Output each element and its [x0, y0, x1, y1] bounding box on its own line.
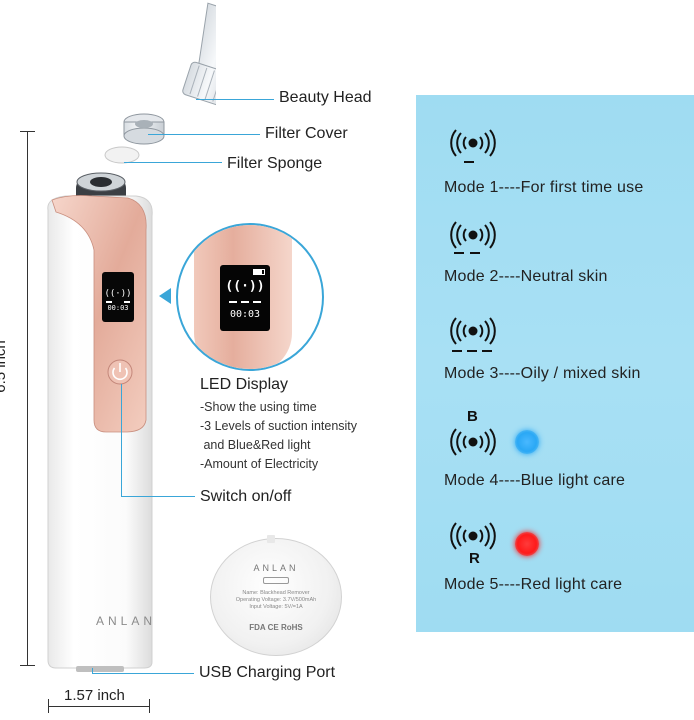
usb-label: USB Charging Port [199, 664, 336, 681]
level-bar-3 [482, 350, 492, 352]
mini-time: 00:03 [107, 304, 129, 312]
led-line-4: -Amount of Electricity [200, 457, 319, 471]
device-brand: ANLAN [96, 614, 157, 628]
filter-sponge [104, 146, 140, 164]
height-dimension-cap-bottom [20, 665, 35, 666]
led-title: LED Display [200, 376, 289, 393]
back-plate-brand: ANLAN [253, 563, 299, 573]
usb-port-icon [263, 577, 289, 584]
suction-icon [450, 522, 496, 550]
led-description: -Show the using time -3 Levels of suctio… [200, 398, 357, 474]
suction-icon [450, 221, 496, 249]
led-pointer-arrow [159, 288, 171, 304]
modes-panel: Mode 1----For first time use Mode 2----N… [416, 95, 694, 632]
filter-sponge-leader [124, 162, 222, 163]
mode-5-label: Mode 5----Red light care [444, 576, 623, 593]
mini-battery-icon [102, 276, 134, 288]
suction-icon [450, 317, 496, 345]
back-plate-name: Name: Blackhead Remover [242, 590, 310, 596]
mini-suction-icon: ((·)) [104, 289, 132, 299]
back-plate-voltage: Operating Voltage: 3.7V/500mAh [235, 597, 317, 603]
width-label: 1.57 inch [62, 687, 127, 704]
back-plate-specs: Name: Blackhead Remover Operating Voltag… [211, 590, 341, 611]
suction-icon: ((·)) [225, 279, 265, 294]
battery-icon [253, 269, 265, 275]
back-plate-notch [267, 535, 275, 543]
level-bars [229, 301, 261, 303]
red-light-indicator [515, 532, 539, 556]
level-bar-2 [467, 350, 477, 352]
usb-leader-vertical [92, 668, 93, 674]
level-bar-2 [470, 252, 480, 254]
led-line-2: -3 Levels of suction intensity [200, 419, 358, 433]
mini-level-bars [106, 301, 130, 303]
beauty-head-leader [196, 99, 274, 100]
level-bar-1 [454, 252, 464, 254]
led-time: 00:03 [229, 309, 261, 320]
led-line-1: -Show the using time [200, 400, 317, 414]
switch-leader-horizontal [121, 496, 195, 497]
suction-icon [450, 129, 496, 157]
width-dimension-cap-left [48, 699, 49, 713]
usb-leader-horizontal [92, 673, 194, 674]
mode-4-letter: B [467, 408, 478, 425]
mode-1-label: Mode 1----For first time use [444, 179, 644, 196]
level-bar-1 [452, 350, 462, 352]
beauty-head [182, 2, 216, 110]
suction-icon [450, 428, 496, 456]
switch-leader-vertical [121, 384, 122, 496]
filter-cover-label: Filter Cover [265, 125, 348, 142]
mode-3-label: Mode 3----Oily / mixed skin [444, 365, 641, 382]
led-zoom-display: ((·)) 00:03 [220, 265, 270, 331]
led-zoom-circle: ((·)) 00:03 [176, 223, 324, 371]
width-dimension-cap-right [149, 699, 150, 713]
device-mini-display: ((·)) 00:03 [102, 276, 134, 320]
led-line-3: and Blue&Red light [200, 438, 311, 452]
back-plate-input: Input Voltage: 5V/=1A [249, 604, 303, 610]
mode-4-label: Mode 4----Blue light care [444, 472, 626, 489]
mode-2-label: Mode 2----Neutral skin [444, 268, 608, 285]
back-plate: ANLAN Name: Blackhead Remover Operating … [210, 535, 342, 656]
width-dimension-line [48, 706, 150, 707]
device-illustration [47, 2, 216, 672]
filter-cover-leader [148, 134, 260, 135]
back-plate-certs: FDA CE RoHS [249, 623, 303, 632]
blue-light-indicator [515, 430, 539, 454]
filter-cover [123, 113, 165, 145]
height-dimension-line [27, 131, 28, 666]
filter-sponge-label: Filter Sponge [227, 155, 323, 172]
level-bar-1 [464, 161, 474, 163]
height-dimension-cap-top [20, 131, 35, 132]
switch-label: Switch on/off [200, 488, 292, 505]
height-label: 6.5 inch [0, 340, 9, 393]
beauty-head-label: Beauty Head [279, 89, 372, 106]
mode-5-letter: R [469, 550, 480, 567]
